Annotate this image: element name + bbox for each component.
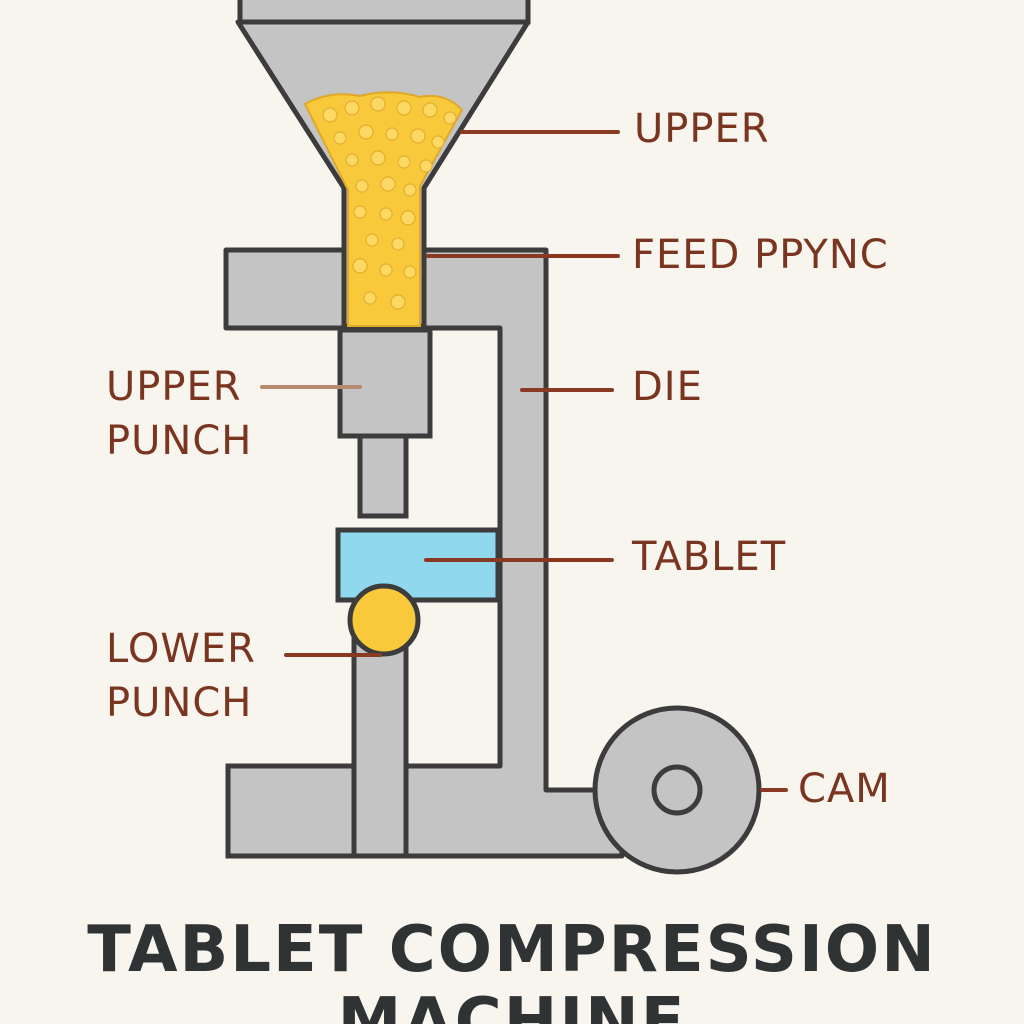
label-lower-punch-line1: LOWER xyxy=(106,626,256,672)
label-cam: CAM xyxy=(798,766,891,812)
label-die: DIE xyxy=(632,364,703,410)
base-left-block xyxy=(225,763,365,859)
lower-punch-stem xyxy=(351,627,409,859)
lower-punch-head xyxy=(347,583,421,657)
hopper-rim xyxy=(237,0,531,25)
diagram-title-line1: TABLET COMPRESSION xyxy=(87,913,937,987)
granule-dots xyxy=(322,96,457,310)
upper-punch-body xyxy=(337,327,433,439)
label-upper-punch-line1: UPPER xyxy=(106,364,242,410)
leader-lines xyxy=(260,130,788,792)
label-tablet: TABLET xyxy=(632,534,787,580)
label-feed: FEED PPYNC xyxy=(632,232,889,278)
upper-punch-tip xyxy=(357,433,409,519)
label-lower-punch-line2: PUNCH xyxy=(106,680,253,726)
diagram-title-line2: MACHINE xyxy=(337,986,687,1024)
label-upper: UPPER xyxy=(634,106,770,152)
label-upper-punch-line2: PUNCH xyxy=(106,418,253,464)
tablet-shape xyxy=(335,527,501,603)
cam-hub xyxy=(651,764,703,816)
